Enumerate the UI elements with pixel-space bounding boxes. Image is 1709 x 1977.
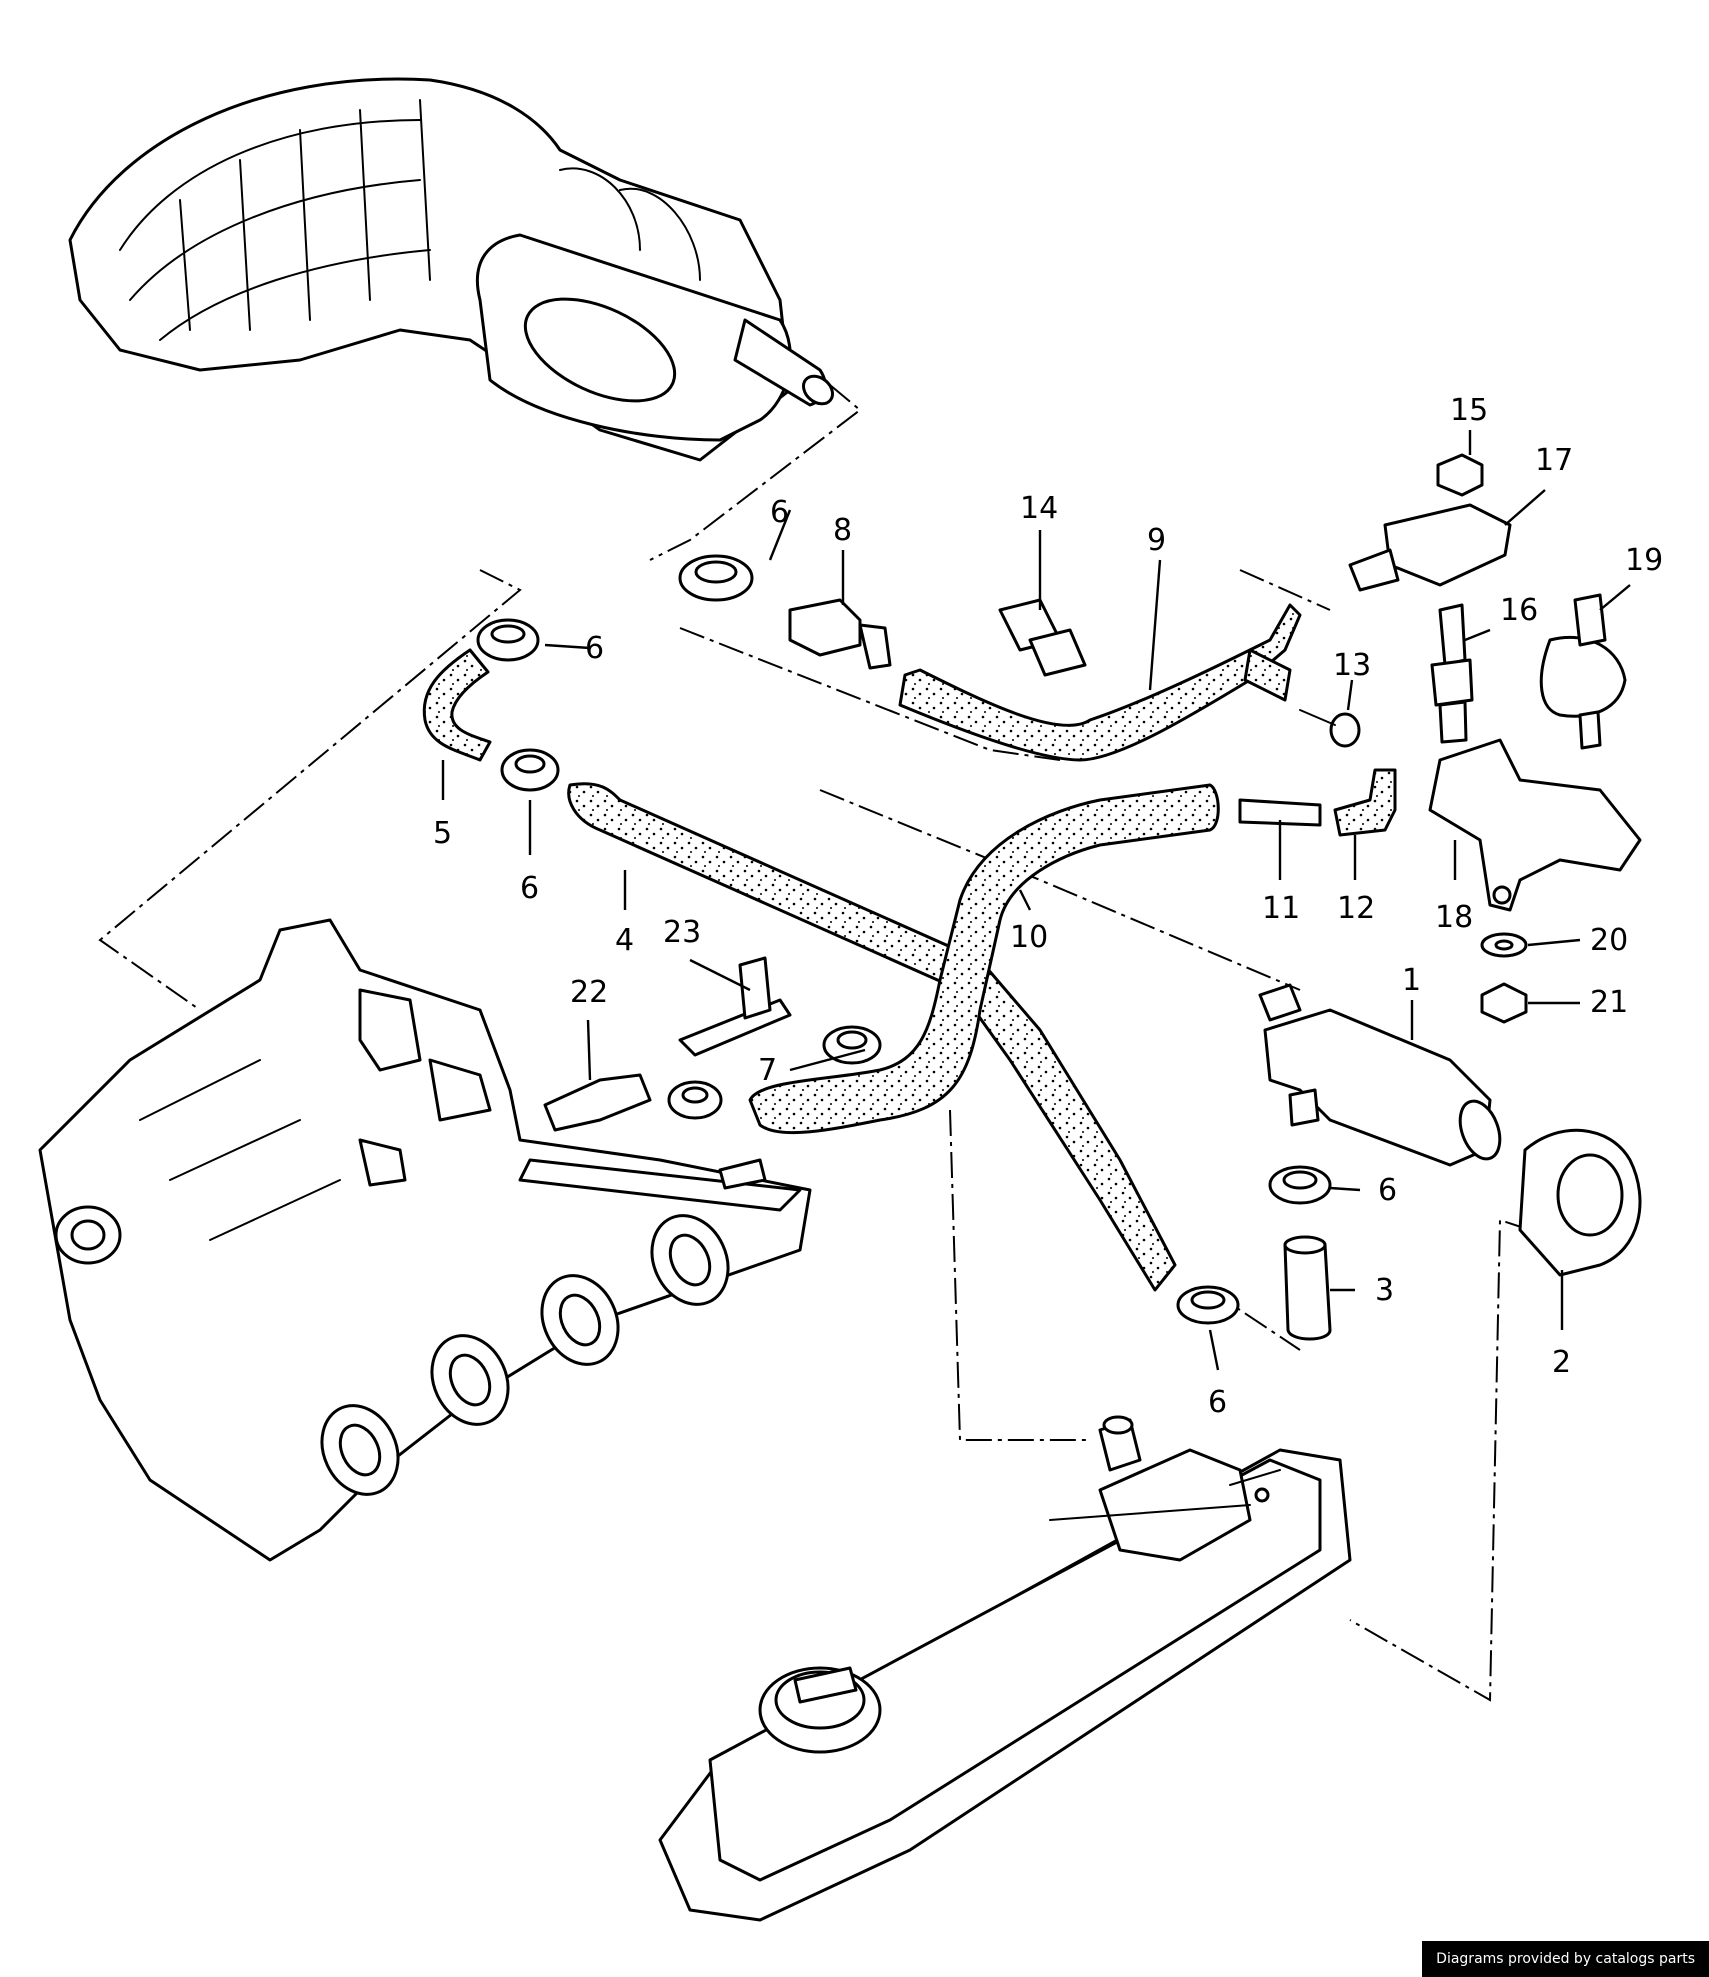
intake-manifold	[38, 918, 812, 1562]
label-1: 1	[1402, 963, 1421, 998]
label-11: 11	[1262, 891, 1300, 926]
part-labels: 1 2 3 4 5 6 6 6 6 6 7 8 9 10 11 12 13 14…	[433, 393, 1663, 1420]
label-9: 9	[1147, 523, 1166, 558]
label-12: 12	[1337, 891, 1375, 926]
small-parts	[476, 453, 1642, 1341]
label-2: 2	[1552, 1345, 1571, 1380]
label-10: 10	[1010, 920, 1048, 955]
label-8: 8	[833, 513, 852, 548]
label-13: 13	[1333, 648, 1371, 683]
label-18: 18	[1435, 900, 1473, 935]
hose-9	[898, 603, 1302, 762]
label-7: 7	[758, 1053, 777, 1088]
air-intake-duct	[68, 77, 834, 462]
label-23: 23	[663, 915, 701, 950]
leader-lines	[441, 430, 1631, 1371]
hoses	[422, 603, 1397, 1292]
tee-23	[678, 998, 792, 1057]
hose-10	[748, 783, 1220, 1135]
label-22: 22	[570, 975, 608, 1010]
label-6-top: 6	[770, 495, 789, 530]
label-21: 21	[1590, 985, 1628, 1020]
hose-5	[422, 648, 492, 762]
hose-4	[567, 782, 1177, 1292]
label-6-bottom: 6	[1208, 1385, 1227, 1420]
label-16: 16	[1500, 593, 1538, 628]
label-4: 4	[615, 923, 634, 958]
label-17: 17	[1535, 443, 1573, 478]
label-6-valve: 6	[1378, 1173, 1397, 1208]
label-14: 14	[1020, 491, 1058, 526]
hose-9-tee	[1243, 648, 1292, 702]
credit-badge: Diagrams provided by catalogs parts	[1422, 1941, 1709, 1977]
valve-cover	[658, 1415, 1352, 1922]
label-20: 20	[1590, 923, 1628, 958]
label-6-left: 6	[520, 871, 539, 906]
label-5: 5	[433, 816, 452, 851]
label-19: 19	[1625, 543, 1663, 578]
label-15: 15	[1450, 393, 1488, 428]
hose-11	[1238, 798, 1322, 827]
label-6-hose5: 6	[585, 631, 604, 666]
label-3: 3	[1375, 1273, 1394, 1308]
hose-12	[1333, 768, 1397, 837]
